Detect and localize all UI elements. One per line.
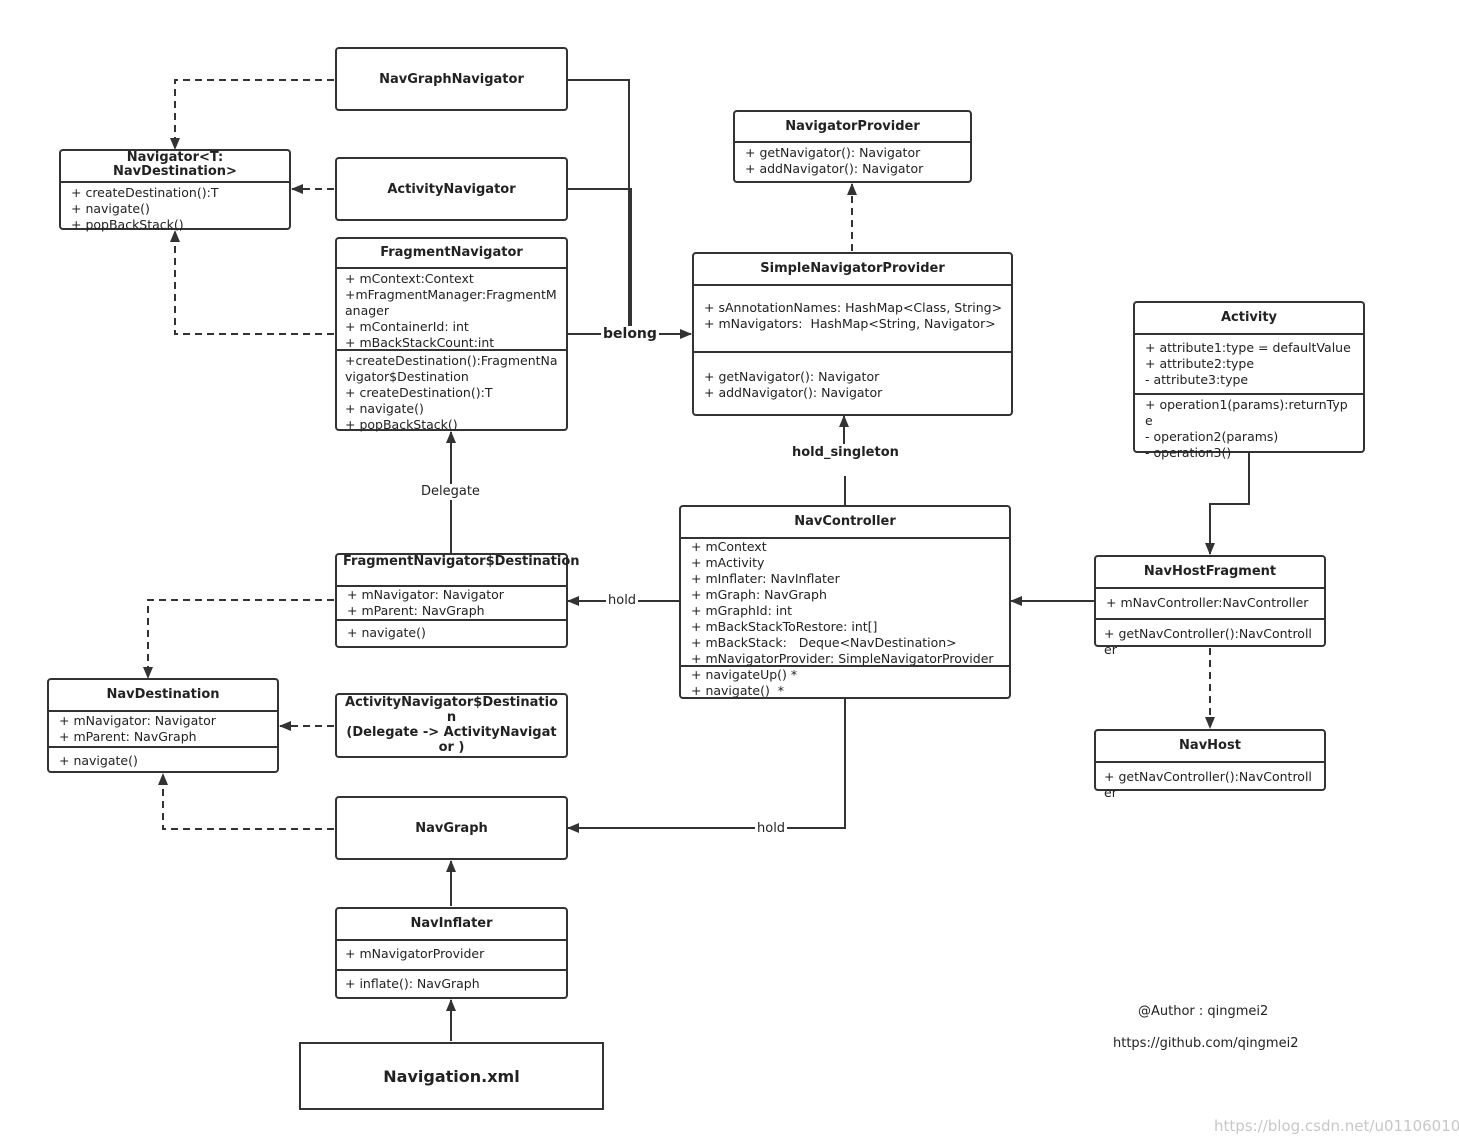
author-note: @Author : qingmei2 [1138,1004,1269,1019]
activitynavigator-name: ActivityNavigator [387,181,516,197]
activity-name: Activity [1220,310,1278,325]
navinflater-methods: + inflate(): NavGraph [337,969,566,994]
navhost-class: NavHost + getNavController():NavControll… [1094,729,1326,800]
navigatorprovider-methods: + getNavigator(): Navigator + addNavigat… [735,141,970,179]
navhostfragment-attributes: + mNavController:NavController [1096,587,1324,618]
hold-destination-label: hold [606,593,639,609]
navhost-methods: + getNavController():NavController [1096,761,1324,803]
navdestination-methods: + navigate() [49,746,277,771]
navgraphnavigator-class: NavGraphNavigator [335,47,568,111]
fragmentdestination-name: FragmentNavigator$Destination [343,554,580,569]
navcontroller-class: NavController + mContext + mActivity + m… [679,505,1011,699]
fragmentnavigator-class: FragmentNavigator + mContext:Context +mF… [335,237,568,432]
navhost-name: NavHost [1179,738,1241,753]
activitynavigator-class: ActivityNavigator [335,157,568,221]
fragmentnavigator-attributes: + mContext:Context +mFragmentManager:Fra… [337,267,566,350]
fragmentdestination-attributes: + mNavigator: Navigator + mParent: NavGr… [337,585,566,619]
simplenavigatorprovider-name: SimpleNavigatorProvider [760,261,945,276]
navigator-methods: + createDestination():T + navigate() + p… [61,181,289,235]
hold-graph-label: hold [755,821,788,837]
navigatorprovider-name: NavigatorProvider [785,119,920,134]
watermark: https://blog.csdn.net/u011060103 [1214,1117,1459,1135]
belong-label: belong [601,326,659,342]
navgraph-class: NavGraph [335,796,568,860]
navinflater-name: NavInflater [410,916,493,931]
simplenavigatorprovider-methods: + getNavigator(): Navigator + addNavigat… [694,351,1011,403]
activity-methods: + operation1(params):returnType - operat… [1135,393,1363,463]
navhostfragment-methods: + getNavController():NavController [1096,618,1324,660]
navigatorprovider-class: NavigatorProvider + getNavigator(): Navi… [733,110,972,183]
fragmentdestination-methods: + navigate() [337,619,566,643]
navgraph-name: NavGraph [415,820,488,836]
fragmentnavigator-name: FragmentNavigator [380,245,523,260]
activity-attributes: + attribute1:type = defaultValue + attri… [1135,333,1363,393]
navinflater-attributes: + mNavigatorProvider [337,939,566,969]
navgraphnavigator-name: NavGraphNavigator [379,71,524,87]
navdestination-name: NavDestination [106,687,220,702]
navigator-name: Navigator<T: NavDestination> [113,150,237,179]
navdestination-attributes: + mNavigator: Navigator + mParent: NavGr… [49,710,277,746]
simplenavigatorprovider-class: SimpleNavigatorProvider + sAnnotationNam… [692,252,1013,416]
simplenavigatorprovider-attributes: + sAnnotationNames: HashMap<Class, Strin… [694,284,1011,351]
hold-singleton-label: hold_singleton [790,445,901,461]
fragmentnavigator-methods: +createDestination():FragmentNavigator$D… [337,349,566,435]
navigator-class: Navigator<T: NavDestination> + createDes… [59,149,291,232]
activitydestination-class: ActivityNavigator$Destination (Delegate … [335,693,568,758]
github-link: https://github.com/qingmei2 [1113,1036,1299,1051]
navinflater-class: NavInflater + mNavigatorProvider + infla… [335,907,568,999]
navcontroller-attributes: + mContext + mActivity + mInflater: NavI… [681,537,1009,665]
activity-class: Activity + attribute1:type = defaultValu… [1133,301,1365,460]
navcontroller-methods: + navigateUp() * + navigate() * [681,665,1009,701]
delegate-label: Delegate [419,484,482,500]
navhostfragment-name: NavHostFragment [1143,564,1277,579]
navigationxml-name: Navigation.xml [383,1066,520,1086]
navdestination-class: NavDestination + mNavigator: Navigator +… [47,678,279,773]
navhostfragment-class: NavHostFragment + mNavController:NavCont… [1094,555,1326,657]
activitydestination-name: ActivityNavigator$Destination (Delegate … [345,695,558,755]
navigationxml-box: Navigation.xml [299,1042,604,1110]
navcontroller-name: NavController [794,514,896,529]
fragmentdestination-class: FragmentNavigator$Destination + mNavigat… [335,553,580,648]
